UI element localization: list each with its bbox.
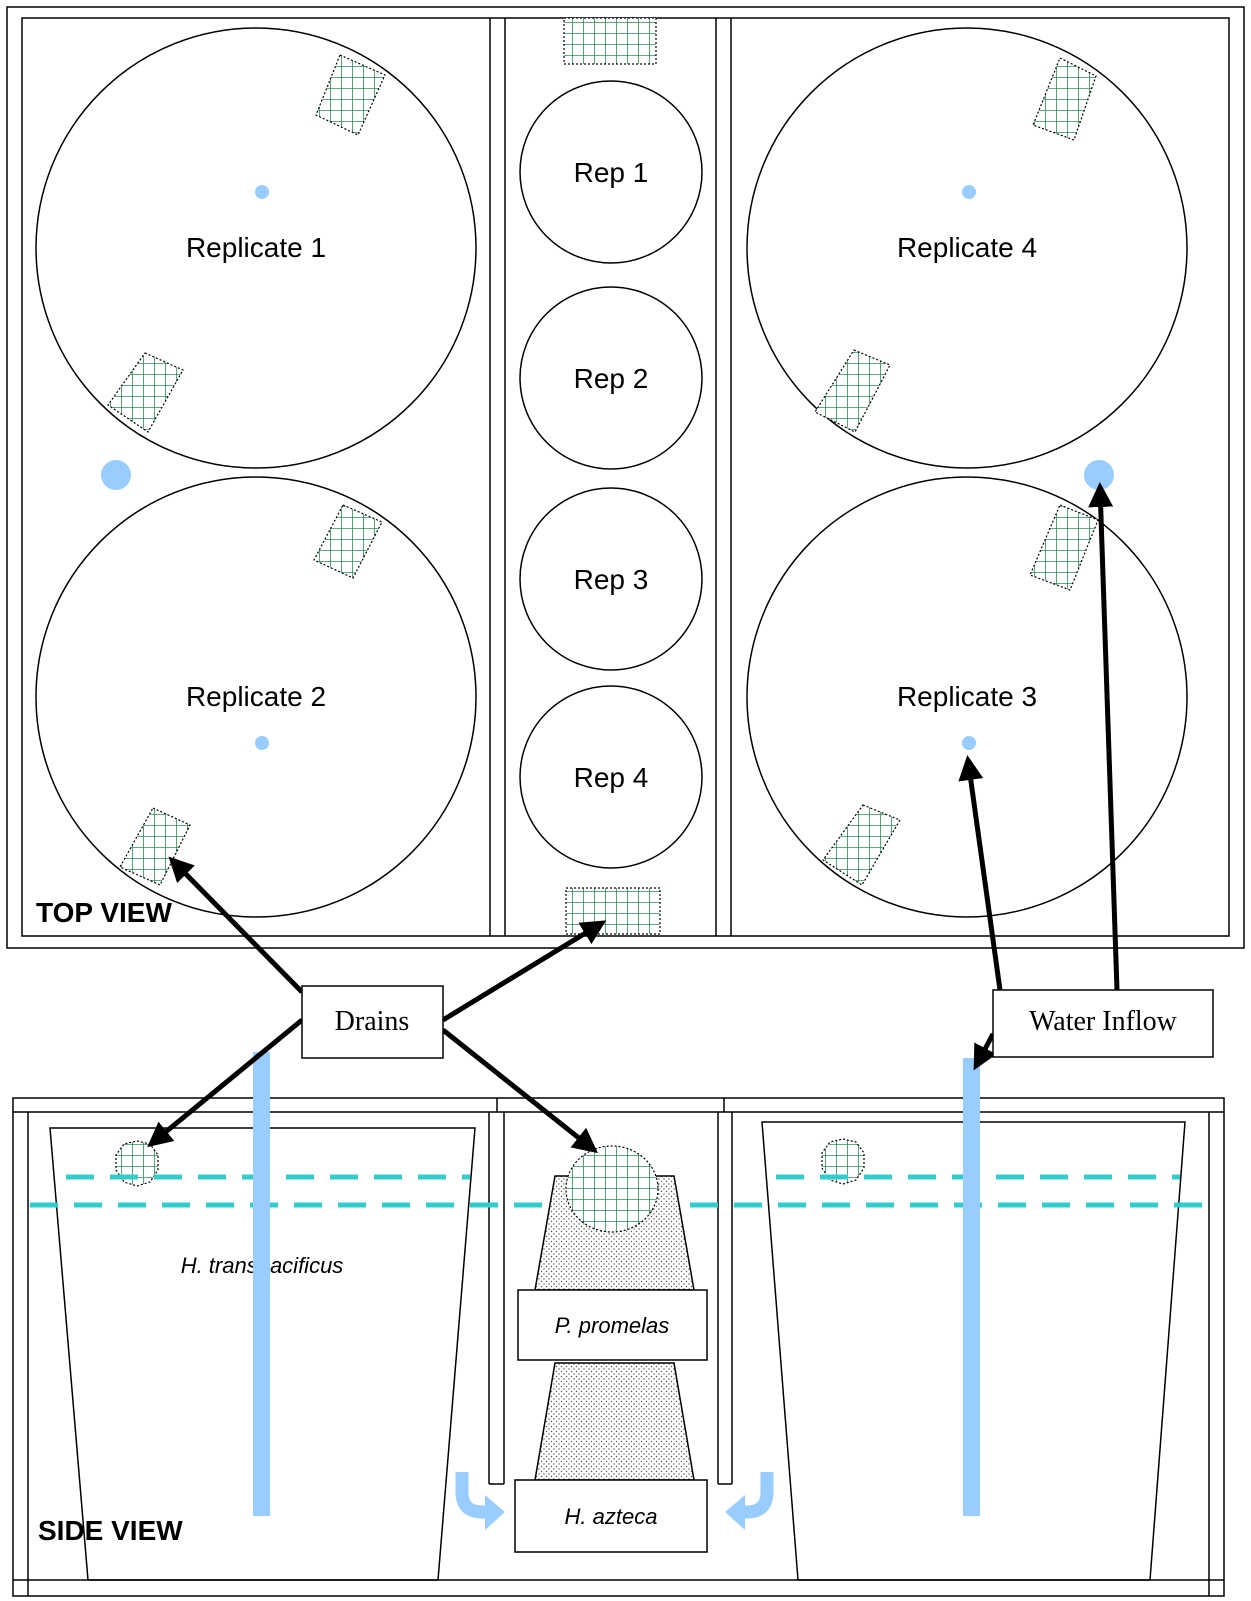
rep-2-label: Rep 2 (574, 363, 649, 394)
rep-3-label: Rep 3 (574, 564, 649, 595)
water-inflow-dot-icon (255, 185, 269, 199)
water-inflow-callout: Water Inflow (958, 482, 1214, 1071)
screen-mesh-icon (565, 887, 661, 935)
water-inflow-pipe (963, 1058, 980, 1516)
top-view-outer-frame (6, 6, 1245, 949)
center-channel: Rep 1 Rep 2 Rep 3 Rep 4 (519, 17, 703, 935)
rep-4-tank: Rep 4 (519, 685, 703, 869)
side-view-frame (12, 1097, 1225, 1597)
screen-mesh-icon (1029, 504, 1099, 591)
water-inflow-dot-icon (255, 736, 269, 750)
water-inflow-arrow (1088, 482, 1120, 991)
top-view-label: TOP VIEW (36, 897, 172, 928)
water-inflow-arrow (958, 755, 1003, 991)
screen-mesh-icon (313, 504, 383, 579)
drains-callout: Drains (147, 856, 607, 1154)
flow-arrow-icon (725, 1495, 745, 1530)
screen-mesh-icon (563, 17, 657, 65)
replicate-4-label: Replicate 4 (897, 232, 1037, 263)
rep-1-tank: Rep 1 (519, 80, 703, 264)
rep-4-label: Rep 4 (574, 762, 649, 793)
species-label-p-promelas: P. promelas (555, 1313, 670, 1338)
water-inflow-dot-icon (1084, 460, 1114, 490)
screen-mesh-icon (821, 1138, 865, 1185)
screen-mesh-icon (315, 54, 386, 136)
flow-arrow-icon (455, 1472, 488, 1519)
drains-arrow (441, 920, 607, 1023)
screen-mesh-icon (119, 807, 191, 886)
rep-2-tank: Rep 2 (519, 286, 703, 470)
replicate-2-label: Replicate 2 (186, 681, 326, 712)
screen-mesh-icon (1032, 57, 1097, 141)
water-inflow-dot-icon (101, 460, 131, 490)
species-box-h-azteca (514, 1479, 708, 1553)
right-tank-side (761, 1121, 1186, 1581)
flow-arrow-icon (485, 1495, 505, 1530)
species-label-h-azteca: H. azteca (565, 1504, 658, 1529)
drains-callout-box (301, 985, 444, 1059)
water-inflow-pipe (253, 1052, 270, 1516)
replicate-3-tank: Replicate 3 (746, 476, 1188, 918)
drains-arrow (168, 856, 304, 994)
drains-arrow (147, 1018, 304, 1148)
species-box-p-promelas (517, 1289, 708, 1361)
screen-mesh-icon (107, 352, 184, 433)
screen-mesh-icon (822, 804, 901, 886)
rep-3-tank: Rep 3 (519, 487, 703, 671)
side-view: H. transpacificus P. promelas H. azteca (12, 1052, 1225, 1597)
replicate-2-tank: Replicate 2 (35, 476, 477, 918)
replicate-4-tank: Replicate 4 (746, 27, 1188, 469)
rep-1-label: Rep 1 (574, 157, 649, 188)
replicate-1-label: Replicate 1 (186, 232, 326, 263)
center-chambers-side: P. promelas H. azteca (514, 1145, 708, 1553)
chamber-lower (534, 1362, 695, 1481)
water-inflow-dot-icon (962, 185, 976, 199)
water-inflow-arrow (973, 1032, 997, 1071)
drains-callout-label: Drains (335, 1006, 410, 1037)
replicate-1-tank: Replicate 1 (35, 27, 477, 469)
water-inflow-callout-label: Water Inflow (1029, 1006, 1178, 1037)
flow-arrow-icon (742, 1472, 774, 1519)
screen-mesh-icon (565, 1145, 659, 1233)
top-view: Replicate 1 Replicate 2 Replicate 4 Repl… (6, 6, 1245, 949)
water-inflow-dot-icon (962, 736, 976, 750)
replicate-3-label: Replicate 3 (897, 681, 1037, 712)
drains-arrow (441, 1028, 598, 1154)
screen-mesh-icon (814, 349, 891, 433)
water-inflow-callout-box (992, 989, 1214, 1058)
side-view-label: SIDE VIEW (38, 1515, 183, 1546)
